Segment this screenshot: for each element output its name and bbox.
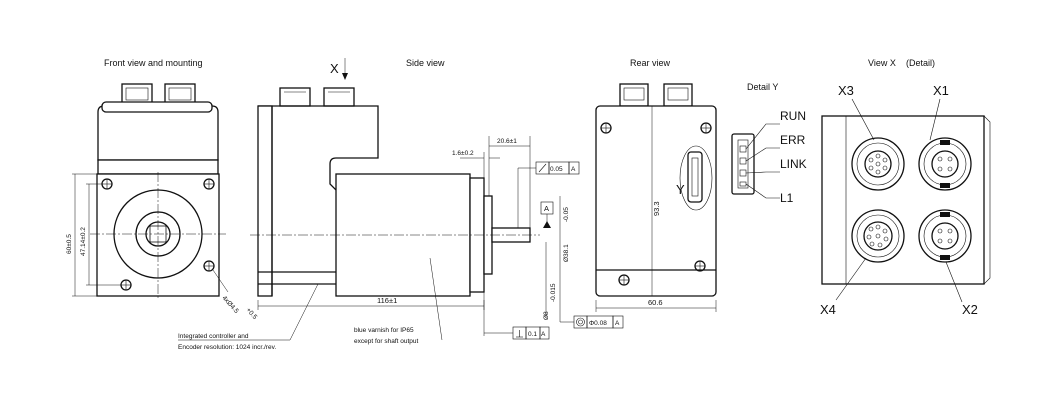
dim-pilot-dia: Ø38.1 — [563, 244, 570, 262]
label-x4: X4 — [820, 302, 836, 317]
connector-x3-icon — [851, 137, 905, 191]
detail-y-title: Detail Y — [747, 82, 778, 92]
note-varnish-2: except for shaft output — [354, 338, 419, 345]
connector-x4-icon — [851, 209, 905, 263]
note-controller-1: Integrated controller and — [178, 333, 249, 340]
tol-conc-ref: A — [615, 320, 620, 327]
connector-x2-icon — [918, 209, 972, 263]
tol-conc: Φ0.08 — [589, 320, 607, 327]
dim-holes-tol: +0.5 — [245, 307, 259, 322]
view-x-housing — [821, 115, 985, 285]
led-label-err: ERR — [780, 133, 806, 147]
view-x-marker: X — [330, 61, 339, 76]
front-controller-housing — [97, 105, 219, 161]
connector-x1-icon — [918, 137, 972, 191]
dim-pilot-tol: -0.05 — [563, 207, 570, 222]
detail-y-circle — [679, 145, 713, 211]
view-x-title: View X — [868, 58, 896, 68]
led-label-l1: L1 — [780, 191, 794, 205]
dim-square-holes: 47.14±0.2 — [80, 227, 87, 256]
dim-holes: 4xØ4.5 — [221, 295, 240, 316]
dim-rear-width: 60.6 — [648, 298, 663, 307]
perpendicularity-tolerance-frame: 0.1 A — [483, 292, 550, 340]
note-varnish-1: blue varnish for IP65 — [354, 327, 414, 334]
tol-runout-ref: A — [571, 166, 576, 173]
view-x-detail-title: (Detail) — [906, 58, 935, 68]
side-end-cap — [257, 105, 273, 297]
label-x1: X1 — [933, 83, 949, 98]
dim-overall-length: 116±1 — [377, 296, 397, 305]
dim-rear-height: 93.3 — [652, 201, 661, 216]
dim-shaft-dia: Ø8 — [543, 311, 550, 320]
led-label-run: RUN — [780, 109, 806, 123]
side-connector-right — [323, 87, 355, 107]
label-x2: X2 — [962, 302, 978, 317]
note-controller-2: Encoder resolution: 1024 incr./rev. — [178, 344, 276, 351]
front-housing-lower — [97, 159, 219, 175]
rear-led-strip — [687, 151, 703, 203]
mounting-hole-icon — [101, 178, 215, 291]
tol-perp: 0.1 — [528, 331, 537, 338]
tol-runout: 0.05 — [550, 166, 563, 173]
led-label-link: LINK — [780, 157, 807, 171]
runout-tolerance-frame: 0.05 A — [517, 161, 580, 228]
detail-y-marker: Y — [676, 182, 685, 197]
label-x3: X3 — [838, 83, 854, 98]
side-view-title: Side view — [406, 58, 445, 68]
side-connector-left — [279, 87, 311, 107]
side-view: X 116±1 20.6±1 1.6±0.2 — [178, 58, 624, 351]
rear-view: Y 93.3 60.6 — [595, 83, 717, 312]
dim-shaft-length: 20.6±1 — [497, 138, 517, 145]
dim-flange-offset: 1.6±0.2 — [452, 150, 474, 157]
dim-shaft-tol: -0.015 — [550, 283, 557, 302]
front-view: 60±0.5 47.14±0.2 4xØ4.5 +0.5 — [66, 83, 259, 322]
view-x-detail: X3 X1 X4 X2 — [820, 83, 991, 317]
detail-y: RUN ERR LINK L1 — [731, 109, 807, 205]
rear-screw-icon — [600, 122, 712, 286]
rear-view-title: Rear view — [630, 58, 671, 68]
concentricity-tolerance-frame: Φ0.08 A — [559, 274, 624, 329]
tol-perp-ref: A — [541, 331, 546, 338]
dim-square-outer: 60±0.5 — [66, 234, 73, 254]
datum-a-label: A — [544, 204, 549, 213]
front-view-title: Front view and mounting — [104, 58, 203, 68]
